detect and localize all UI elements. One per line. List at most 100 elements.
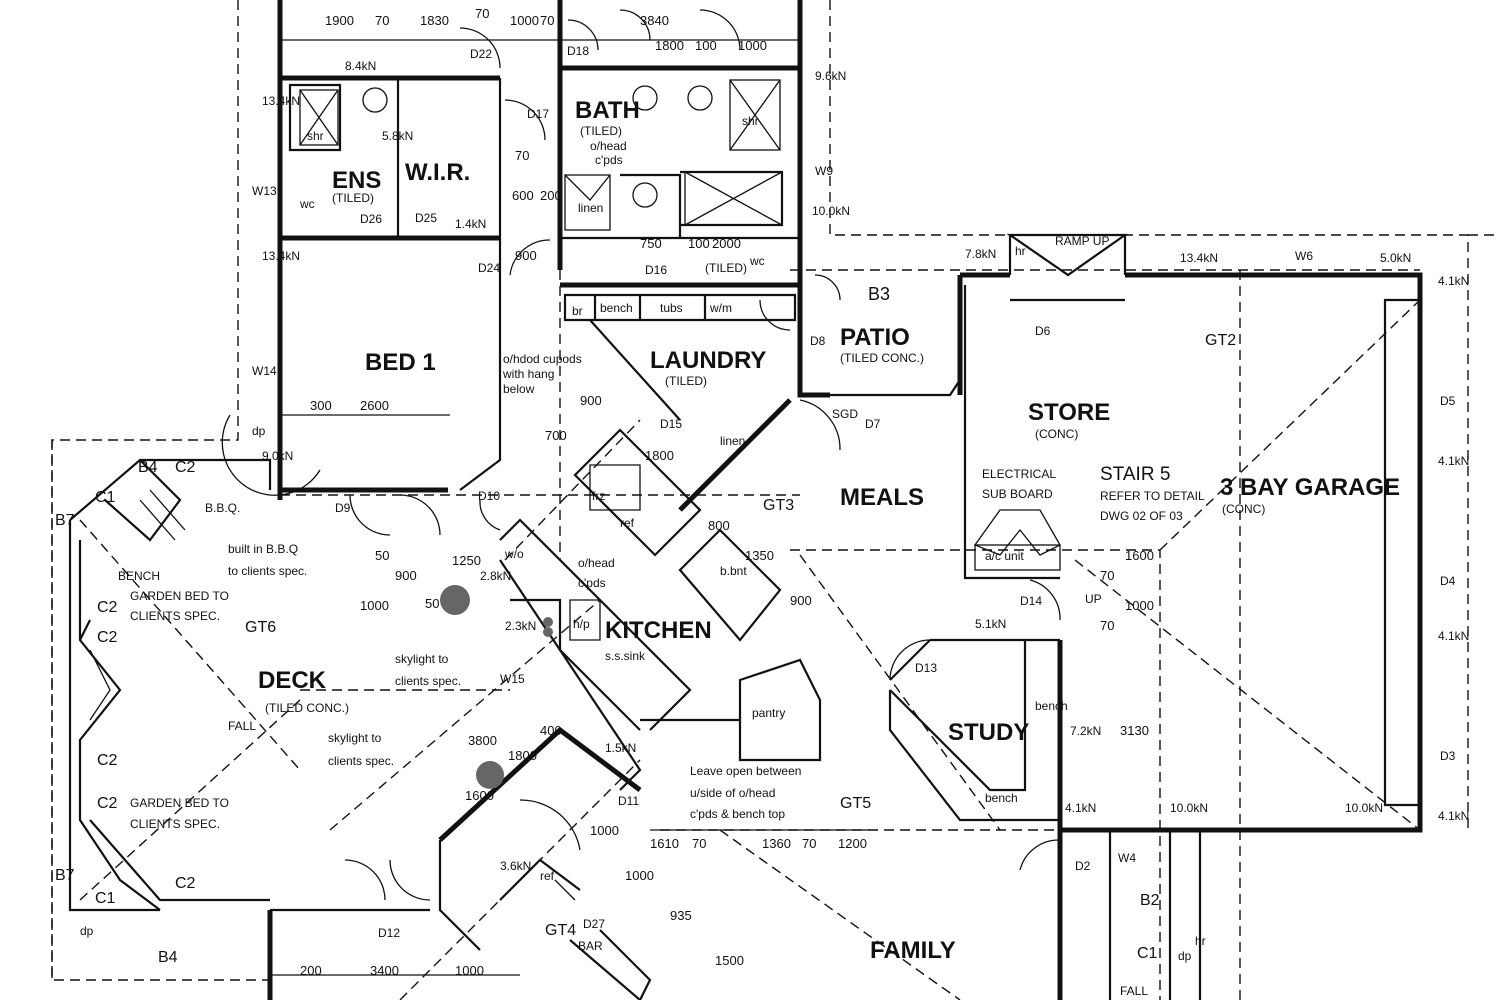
dim-top-5: 70 bbox=[540, 13, 554, 28]
dim-m8: 1350 bbox=[745, 548, 774, 563]
dim-bathtop-1: 100 bbox=[695, 38, 717, 53]
note-sky-1a: skylight to bbox=[395, 652, 449, 666]
note-stair-3: DWG 02 OF 03 bbox=[1100, 509, 1183, 523]
dim-top-2: 1830 bbox=[420, 13, 449, 28]
tag-gt5: GT5 bbox=[840, 795, 871, 812]
lo-4: 9.6kN bbox=[815, 69, 846, 83]
note-garden-1a: GARDEN BED TO bbox=[130, 589, 229, 603]
lo-7: 7.8kN bbox=[965, 247, 996, 261]
lo-18: 10.0kN bbox=[1345, 801, 1383, 815]
dim-m9: 900 bbox=[790, 593, 812, 608]
note-garden-1b: CLIENTS SPEC. bbox=[130, 609, 220, 623]
tag-d11: D11 bbox=[618, 794, 639, 808]
wo: w/o bbox=[504, 547, 524, 561]
note-stair-2: REFER TO DETAIL bbox=[1100, 489, 1205, 503]
tag-b2: B2 bbox=[1140, 892, 1160, 909]
dim-m5: 900 bbox=[580, 393, 602, 408]
bench-2: bench bbox=[1035, 699, 1068, 713]
tag-d2: D2 bbox=[1075, 859, 1091, 873]
lo-13: 4.1kN bbox=[1438, 809, 1469, 823]
note-laundry-3: below bbox=[503, 382, 535, 396]
note-sky-2b: clients spec. bbox=[328, 754, 394, 768]
lo-11: 4.1kN bbox=[1438, 454, 1469, 468]
tag-c2-a: C2 bbox=[175, 459, 196, 476]
bbq: B.B.Q. bbox=[205, 501, 240, 515]
lo-23: 2.8kN bbox=[480, 569, 511, 583]
lo-12: 4.1kN bbox=[1438, 629, 1469, 643]
tag-b4-b: B4 bbox=[158, 949, 178, 966]
dim-m22: 1500 bbox=[715, 953, 744, 968]
dim-m0: 600 bbox=[512, 188, 534, 203]
tag-b7-a: B7 bbox=[55, 512, 75, 529]
tag-d3: D3 bbox=[1440, 749, 1456, 763]
lo-14: 5.1kN bbox=[975, 617, 1006, 631]
room-bed1: BED 1 bbox=[365, 349, 436, 376]
note-ohead-2: c'pds bbox=[595, 153, 623, 167]
note-bench: BENCH bbox=[118, 569, 160, 583]
tag-w9: W9 bbox=[815, 164, 833, 178]
dim-m24: 70 bbox=[1100, 568, 1114, 583]
room-patio-sub: (TILED CONC.) bbox=[840, 351, 924, 365]
dim-top-6: 3840 bbox=[640, 13, 669, 28]
dim-m12: 1000 bbox=[360, 598, 389, 613]
element-tags: D22 D18 D17 D26 D25 D24 D16 (TILED) D15 … bbox=[55, 44, 1456, 966]
room-labels: ENS (TILED) W.I.R. BATH (TILED) BED 1 LA… bbox=[258, 97, 1400, 964]
shr-2: shr bbox=[742, 114, 759, 128]
room-meals: MEALS bbox=[840, 484, 924, 511]
tag-d12: D12 bbox=[378, 926, 400, 940]
frz: frz bbox=[592, 489, 605, 503]
tag-w6: W6 bbox=[1295, 249, 1313, 263]
dim-m15: 3800 bbox=[468, 733, 497, 748]
dim-bed1-0: 300 bbox=[310, 398, 332, 413]
dim-m32: 1200 bbox=[838, 836, 867, 851]
dim-m33: 200 bbox=[300, 963, 322, 978]
room-wir: W.I.R. bbox=[405, 159, 470, 186]
tag-sgd: SGD bbox=[832, 407, 858, 421]
dim-m11: 900 bbox=[395, 568, 417, 583]
up: UP bbox=[1085, 592, 1102, 606]
room-study: STUDY bbox=[948, 719, 1029, 746]
ssink: s.s.sink bbox=[605, 649, 646, 663]
room-garage: 3 BAY GARAGE bbox=[1220, 474, 1400, 501]
tag-c1-b: C1 bbox=[95, 890, 116, 907]
fixture-shapes bbox=[89, 79, 1061, 901]
room-bath-sub: (TILED) bbox=[580, 124, 622, 138]
tag-d13: D13 bbox=[915, 661, 937, 675]
dim-m20: 1000 bbox=[625, 868, 654, 883]
note-stair-1: STAIR 5 bbox=[1100, 464, 1170, 485]
room-ens-sub: (TILED) bbox=[332, 191, 374, 205]
room-family: FAMILY bbox=[870, 937, 956, 964]
lo-1: 5.8kN bbox=[382, 129, 413, 143]
lo-5: 10.0kN bbox=[812, 204, 850, 218]
note-leave-3: c'pds & bench top bbox=[690, 807, 785, 821]
tag-b4-a: B4 bbox=[138, 459, 158, 476]
br: br bbox=[572, 304, 583, 318]
tag-c1-c: C1 bbox=[1137, 945, 1158, 962]
dim-m30: 1360 bbox=[762, 836, 791, 851]
note-bbq-1: built in B.B.Q bbox=[228, 542, 298, 556]
shr-1: shr bbox=[307, 129, 324, 143]
tag-gt4: GT4 bbox=[545, 922, 576, 939]
dp-3: dp bbox=[1178, 949, 1192, 963]
tag-d9: D9 bbox=[335, 501, 351, 515]
note-garden-2b: CLIENTS SPEC. bbox=[130, 817, 220, 831]
room-garage-sub: (CONC) bbox=[1222, 502, 1265, 516]
tag-w4: W4 bbox=[1118, 851, 1136, 865]
tag-d10: D10 bbox=[478, 489, 500, 503]
dim-m28: 1610 bbox=[650, 836, 679, 851]
room-patio: PATIO bbox=[840, 324, 910, 351]
tag-c2-b: C2 bbox=[97, 599, 118, 616]
tag-gt6: GT6 bbox=[245, 619, 276, 636]
ref-2: ref bbox=[540, 869, 555, 883]
room-store: STORE bbox=[1028, 399, 1110, 426]
lo-22: 2.3kN bbox=[505, 619, 536, 633]
tag-d4: D4 bbox=[1440, 574, 1456, 588]
dim-m26: 70 bbox=[1100, 618, 1114, 633]
bar: BAR bbox=[578, 939, 603, 953]
room-store-sub: (CONC) bbox=[1035, 427, 1078, 441]
tag-d27: D27 bbox=[583, 917, 605, 931]
dim-m3: 70 bbox=[515, 148, 529, 163]
tag-w13: W13 bbox=[252, 184, 277, 198]
lo-6: 13.4kN bbox=[262, 249, 300, 263]
bench-3: bench bbox=[985, 791, 1018, 805]
